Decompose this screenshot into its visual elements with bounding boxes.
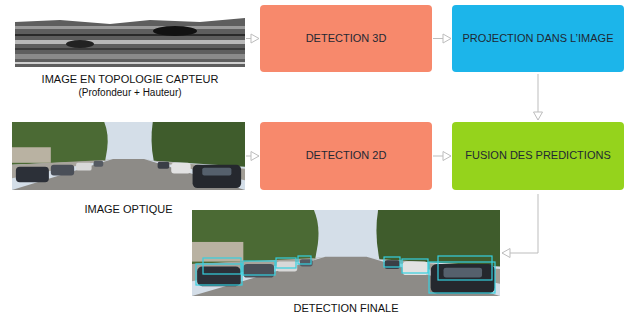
box-label: DETECTION 3D [306, 32, 387, 46]
box-label: DETECTION 2D [306, 149, 387, 163]
depth-blob [66, 40, 94, 48]
flow-arrow [246, 38, 259, 39]
flow-arrow [433, 156, 451, 157]
bbox [438, 256, 492, 280]
bbox [429, 262, 495, 293]
bbox [243, 261, 275, 275]
flow-arrow [433, 38, 451, 39]
image-panel: DETECTION FINALE [192, 210, 500, 296]
process-box: PROJECTION DANS L’IMAGE [452, 5, 624, 72]
image-caption: DETECTION FINALE [293, 302, 398, 316]
box-label: FUSION DES PREDICTIONS [465, 149, 610, 163]
caption-text: IMAGE OPTIQUE [84, 203, 172, 217]
depth-row [15, 34, 245, 36]
box-label: PROJECTION DANS L’IMAGE [463, 32, 614, 46]
depth-blob [153, 26, 197, 36]
bbox [402, 259, 428, 273]
process-box: DETECTION 3D [260, 5, 432, 72]
depth-image [15, 10, 245, 67]
flow-arrow [538, 74, 539, 120]
depth-row [15, 26, 245, 29]
process-box: FUSION DES PREDICTIONS [452, 122, 624, 190]
bbox [203, 258, 241, 274]
optical-image [12, 122, 245, 190]
image-caption: IMAGE EN TOPOLOGIE CAPTEUR(Profondeur + … [42, 73, 219, 99]
depth-row [15, 40, 245, 44]
caption-text: (Profondeur + Hauteur) [42, 87, 219, 100]
flow-arrow [246, 156, 259, 157]
depth-empty-area [15, 10, 245, 24]
depth-band [15, 10, 245, 67]
image-panel: IMAGE OPTIQUE [12, 122, 245, 190]
bbox [276, 258, 296, 268]
image-caption: IMAGE OPTIQUE [84, 203, 172, 217]
depth-row [15, 54, 245, 59]
bbox [384, 257, 400, 267]
process-box: DETECTION 2D [260, 122, 432, 190]
final-image [192, 210, 500, 296]
final-photo [192, 210, 500, 296]
image-panel: IMAGE EN TOPOLOGIE CAPTEUR(Profondeur + … [15, 10, 245, 67]
flow-arrow [502, 194, 538, 253]
caption-text: IMAGE EN TOPOLOGIE CAPTEUR [42, 73, 219, 87]
depth-row [15, 62, 245, 64]
depth-row [15, 48, 245, 50]
detection-boxes [196, 256, 495, 293]
caption-text: DETECTION FINALE [293, 302, 398, 316]
bbox [298, 256, 311, 264]
